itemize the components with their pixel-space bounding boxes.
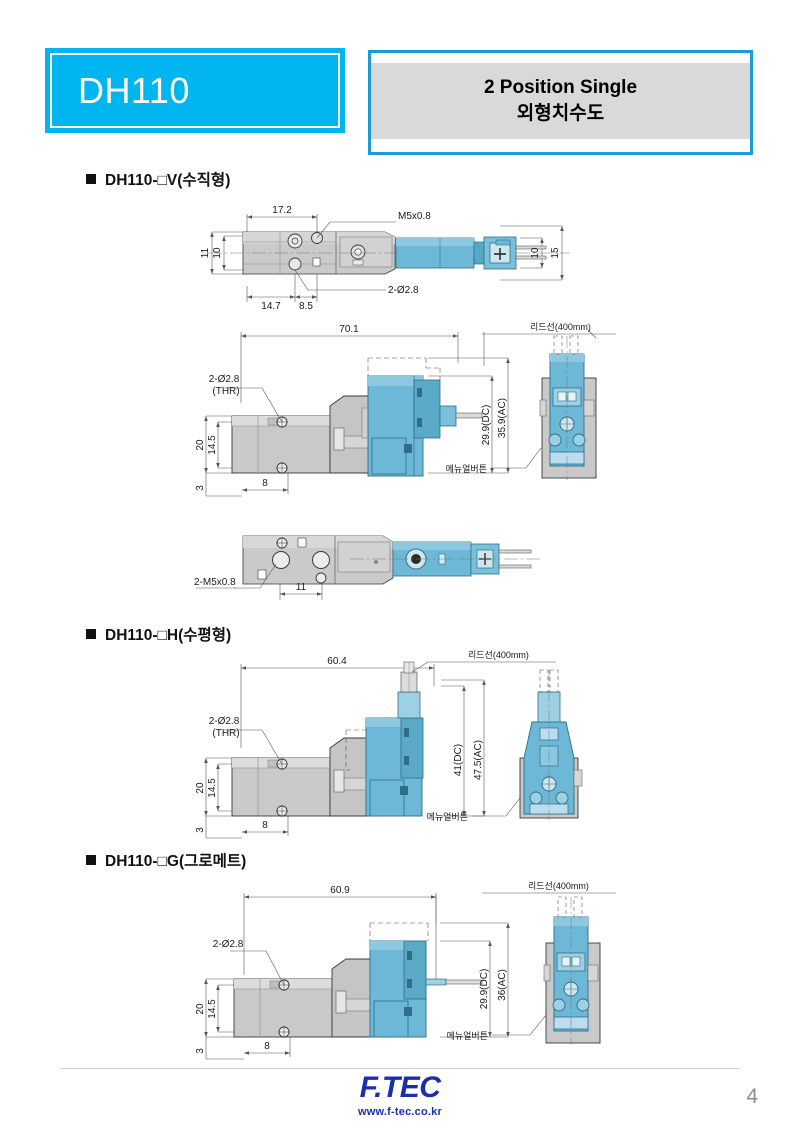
drawing-g-front-view: 60.9 리드선(400mm) 2-Ø2.8 20 14.5 3 8 29.9(…: [196, 875, 626, 1070]
dim-h-front-8: 8: [262, 820, 268, 831]
section-label-v: DH110-□V(수직형): [105, 172, 231, 189]
dim-h-front-thr: (THR): [212, 728, 239, 739]
section-heading-g: DH110-□G(그로메트): [86, 849, 246, 871]
bullet-square-icon: [86, 174, 96, 184]
page-header: DH110 2 Position Single 외형치수도: [0, 0, 800, 170]
dim-v-front-2-d2-8: 2-Ø2.8: [209, 374, 240, 385]
dim-g-front-60-9: 60.9: [330, 885, 350, 896]
dim-v-front-20: 20: [196, 439, 206, 451]
drawing-h-front-view: 60.4 리드선(400mm) 2-Ø2.8 (THR) 20 14.5 3 8…: [196, 648, 626, 848]
dim-v-bottom-2-m5: 2-M5x0.8: [194, 577, 236, 588]
dim-v-front-14-5: 14.5: [207, 435, 218, 455]
label-g-front-manual-button: 메뉴얼버튼: [447, 1031, 488, 1041]
dim-v-front-thr: (THR): [212, 386, 239, 397]
page-title-panel: 2 Position Single 외형치수도: [371, 63, 750, 139]
dim-g-front-29-9-dc: 29.9(DC): [479, 969, 490, 1010]
dim-g-front-2-d2-8: 2-Ø2.8: [213, 939, 244, 950]
dim-v-front-35-9-ac: 35.9(AC): [497, 398, 508, 438]
dim-h-front-41-dc: 41(DC): [453, 744, 464, 776]
dim-h-front-14-5: 14.5: [207, 778, 218, 798]
dim-v-top-14-7: 14.7: [261, 301, 281, 312]
dim-v-top-10-right: 10: [530, 247, 541, 259]
dim-v-front-3: 3: [196, 485, 206, 491]
section-heading-v: DH110-□V(수직형): [86, 168, 230, 190]
company-logo: F.TEC www.f-tec.co.kr: [0, 1071, 800, 1119]
page-title-line-1: 2 Position Single: [483, 77, 638, 99]
label-h-front-manual-button: 메뉴얼버튼: [427, 812, 468, 822]
dim-v-bottom-11: 11: [296, 582, 307, 593]
section-label-g: DH110-□G(그로메트): [105, 853, 247, 870]
dim-g-front-14-5: 14.5: [207, 999, 218, 1019]
logo-text: F.TEC: [359, 1071, 441, 1104]
page-title-line-2: 외형치수도: [516, 103, 605, 124]
dim-v-front-29-9-dc: 29.9(DC): [481, 405, 492, 446]
dim-v-top-11: 11: [200, 247, 211, 258]
model-badge-frame: DH110: [50, 53, 340, 128]
label-g-front-lead-wire: 리드선(400mm): [528, 881, 589, 891]
dim-v-top-10-left: 10: [212, 247, 223, 259]
dim-v-top-8-5: 8.5: [299, 301, 313, 312]
footer-divider: [60, 1068, 740, 1069]
dim-h-front-2-d2-8: 2-Ø2.8: [209, 716, 240, 727]
dim-v-top-m5: M5x0.8: [398, 211, 431, 222]
dim-g-front-8: 8: [264, 1041, 270, 1052]
dim-h-front-3: 3: [196, 827, 206, 833]
bullet-square-icon: [86, 855, 96, 865]
dim-g-front-20: 20: [196, 1003, 206, 1015]
dim-h-front-60-4: 60.4: [327, 656, 347, 667]
model-name: DH110: [78, 69, 190, 111]
label-v-front-lead-wire: 리드선(400mm): [530, 322, 591, 332]
bullet-square-icon: [86, 629, 96, 639]
model-badge: DH110: [45, 48, 345, 133]
dim-g-front-3: 3: [196, 1048, 206, 1054]
dim-v-top-2-d2-8: 2-Ø2.8: [388, 285, 419, 296]
page-number: 4: [746, 1085, 758, 1108]
dim-g-front-36-ac: 36(AC): [497, 969, 508, 1001]
section-label-h: DH110-□H(수평형): [105, 627, 232, 644]
drawing-v-top-view: 17.2 M5x0.8 11 10 10 15 14.7 8.5 2-Ø2.8: [190, 192, 610, 312]
page-title-box: 2 Position Single 외형치수도: [368, 50, 753, 155]
label-h-front-lead-wire: 리드선(400mm): [468, 650, 529, 660]
dim-v-top-15: 15: [550, 247, 561, 259]
logo-website: www.f-tec.co.kr: [358, 1106, 442, 1118]
dim-v-front-70-1: 70.1: [339, 324, 359, 335]
drawing-v-bottom-view: 2-M5x0.8 11: [190, 528, 610, 623]
page-footer: F.TEC www.f-tec.co.kr 4: [0, 1063, 800, 1133]
dim-v-top-17-2: 17.2: [272, 205, 292, 216]
dim-h-front-20: 20: [196, 782, 206, 794]
label-v-front-manual-button: 메뉴얼버튼: [446, 464, 487, 474]
section-heading-h: DH110-□H(수평형): [86, 623, 231, 645]
drawing-v-front-view: 70.1 리드선(400mm) 2-Ø2.8 (THR) 20 14.5 3 8…: [196, 318, 626, 508]
dim-h-front-47-5-ac: 47.5(AC): [473, 740, 484, 780]
dim-v-front-8: 8: [262, 478, 268, 489]
